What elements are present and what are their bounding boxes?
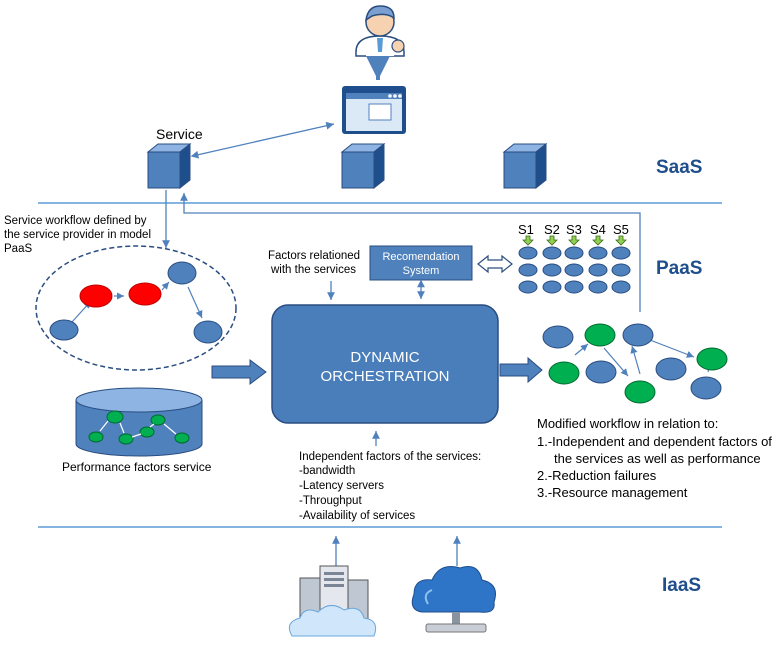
servers-cloud-icon [288, 565, 377, 637]
service-column-label: S1 [518, 222, 534, 237]
independent-item: -Latency servers [299, 480, 384, 492]
service-column-label: S2 [544, 222, 560, 237]
dynamic-orchestration-box [271, 304, 499, 424]
workflow-nodes [49, 261, 223, 344]
modified-item: 2.-Reduction failures [537, 468, 657, 483]
modified-title: Modified workflow in relation to: [537, 416, 718, 431]
service-column-label: S5 [613, 222, 629, 237]
independent-item: -Availability of services [299, 510, 415, 522]
service-column-label: S4 [590, 222, 606, 237]
factors-label-line-1: Factors relationed [268, 250, 360, 262]
cloud-computer-icon [411, 566, 496, 633]
recommendation-services-arrow [477, 254, 513, 274]
modified-item: 1.-Independent and dependent factors of [537, 434, 772, 449]
input-block-arrow [211, 359, 267, 385]
iaas-layer-label: IaaS [662, 575, 701, 596]
orchestration-line-2: ORCHESTRATION [321, 368, 450, 385]
independent-item: -bandwidth [299, 465, 355, 477]
service-label: Service [156, 126, 203, 142]
saas-cube-2 [340, 142, 386, 190]
workflow-ellipse [35, 245, 237, 371]
paas-layer-label: PaaS [656, 258, 702, 279]
workflow-caption-line-1: Service workflow defined by [4, 215, 147, 227]
modified-workflow [542, 323, 728, 404]
feedback-line [180, 193, 641, 312]
modified-item: 3.-Resource management [537, 485, 688, 500]
orchestration-line-1: DYNAMIC [350, 349, 419, 366]
workflow-caption-line-3: PaaS [4, 243, 32, 255]
modified-item: the services as well as performance [554, 451, 761, 466]
independent-title: Independent factors of the services: [299, 451, 481, 463]
independent-item: -Throughput [299, 495, 362, 507]
factors-label-line-2: with the services [270, 264, 356, 276]
saas-cube-3 [502, 142, 548, 190]
performance-database-icon [75, 387, 203, 457]
service-cube [146, 142, 192, 190]
workflow-caption-line-2: the service provider in model [4, 229, 151, 241]
app-window-icon [342, 86, 406, 134]
service-app-arrow [190, 121, 335, 159]
saas-layer-label: SaaS [656, 157, 702, 178]
performance-caption: Performance factors service [62, 460, 212, 474]
service-grid: S1 S2 S3 S4 S5 [518, 222, 631, 294]
recommendation-line-1: Recomendation [382, 251, 459, 263]
output-block-arrow [499, 356, 543, 384]
recommendation-line-2: System [403, 265, 440, 277]
user-icon [355, 5, 405, 57]
service-column-label: S3 [566, 222, 582, 237]
